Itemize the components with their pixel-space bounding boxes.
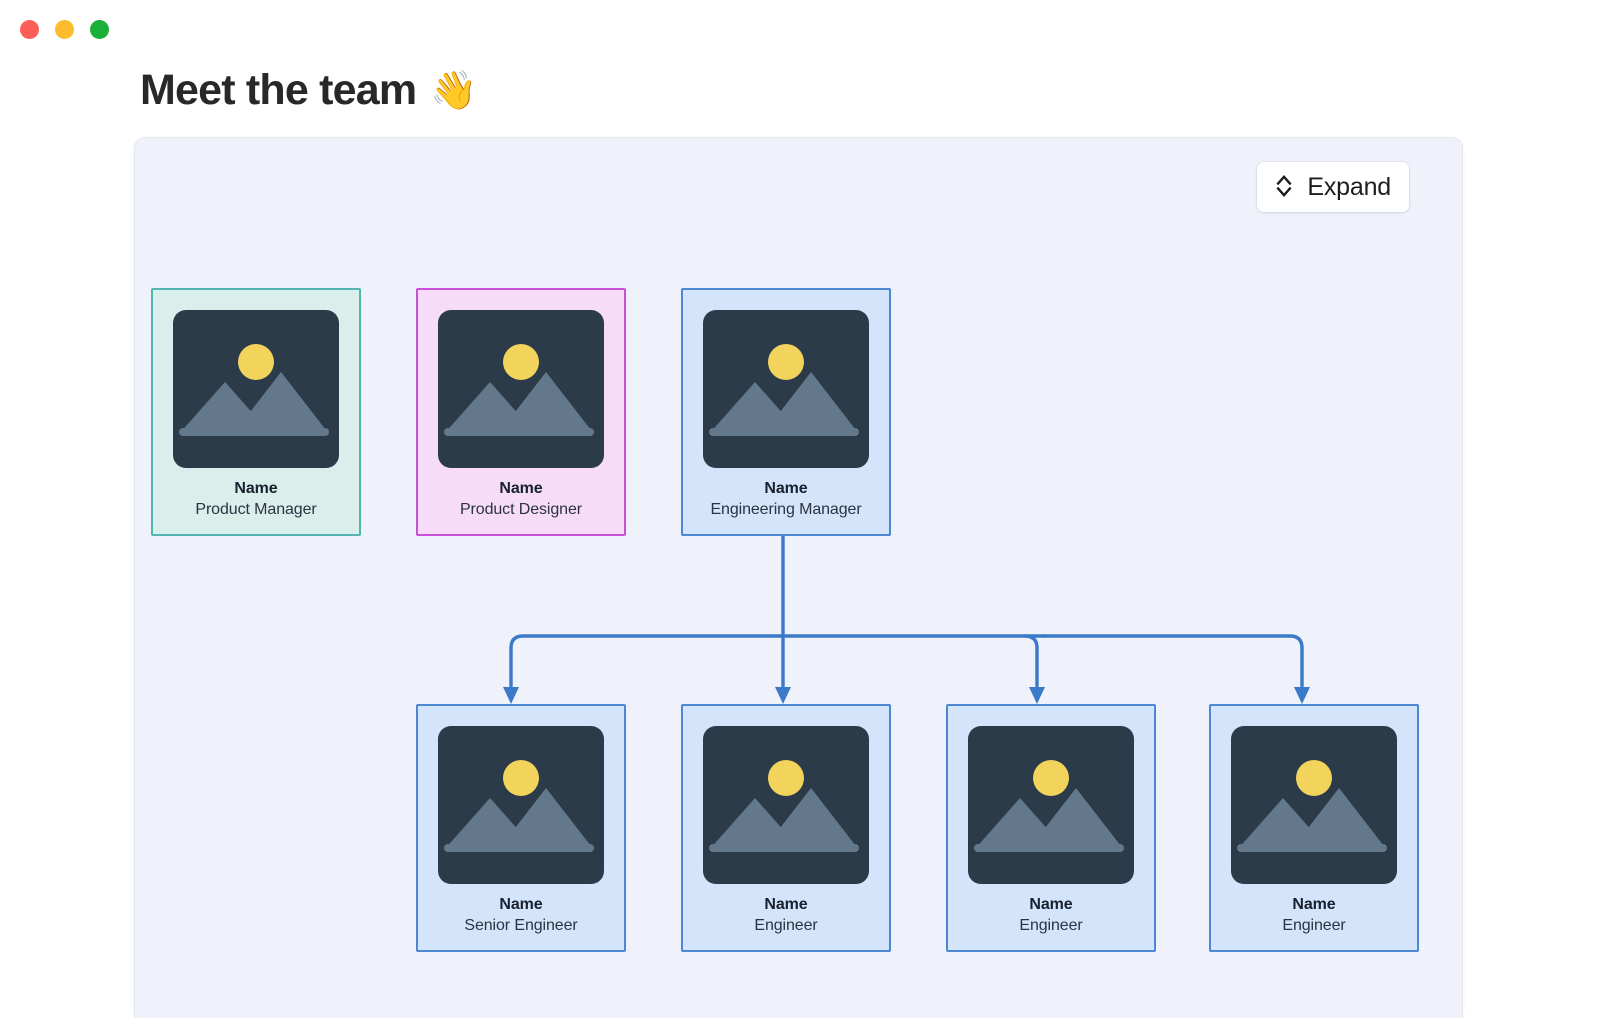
node-name: Name (1029, 896, 1073, 913)
node-role: Engineering Manager (710, 501, 862, 518)
org-node-product-designer[interactable]: Name Product Designer (416, 288, 626, 536)
mountains-icon (444, 372, 594, 436)
avatar-placeholder (703, 726, 869, 884)
node-name: Name (764, 480, 808, 497)
node-role: Engineer (754, 917, 818, 934)
mountains-icon (709, 372, 859, 436)
sun-icon (503, 344, 539, 380)
avatar-placeholder (703, 310, 869, 468)
node-name: Name (764, 896, 808, 913)
node-role: Engineer (1019, 917, 1083, 934)
node-role: Product Manager (195, 501, 317, 518)
mountains-icon (179, 372, 329, 436)
node-name: Name (234, 480, 278, 497)
sun-icon (503, 760, 539, 796)
mountains-icon (974, 788, 1124, 852)
node-name: Name (1292, 896, 1336, 913)
sun-icon (768, 760, 804, 796)
node-role: Product Designer (459, 501, 583, 518)
mountains-icon (709, 788, 859, 852)
mountains-icon (1237, 788, 1387, 852)
org-node-engineer-3[interactable]: Name Engineer (1209, 704, 1419, 952)
waving-hand-icon: 👋 (430, 69, 477, 112)
sun-icon (1296, 760, 1332, 796)
chevron-up-down-icon (1271, 172, 1297, 203)
expand-button[interactable]: Expand (1257, 162, 1409, 212)
close-window-button[interactable] (20, 20, 39, 39)
window-traffic-lights (20, 20, 109, 39)
maximize-window-button[interactable] (90, 20, 109, 39)
expand-button-label: Expand (1307, 172, 1391, 201)
avatar-placeholder (968, 726, 1134, 884)
node-role: Engineer (1282, 917, 1346, 934)
org-chart-canvas[interactable]: Expand (135, 138, 1462, 1018)
sun-icon (768, 344, 804, 380)
node-name: Name (499, 896, 543, 913)
org-node-senior-engineer[interactable]: Name Senior Engineer (416, 704, 626, 952)
sun-icon (238, 344, 274, 380)
node-role: Senior Engineer (464, 917, 578, 934)
org-node-engineer-1[interactable]: Name Engineer (681, 704, 891, 952)
org-node-product-manager[interactable]: Name Product Manager (151, 288, 361, 536)
avatar-placeholder (173, 310, 339, 468)
org-node-engineering-manager[interactable]: Name Engineering Manager (681, 288, 891, 536)
avatar-placeholder (438, 310, 604, 468)
avatar-placeholder (1231, 726, 1397, 884)
sun-icon (1033, 760, 1069, 796)
page-title: Meet the team 👋 (140, 66, 478, 115)
mountains-icon (444, 788, 594, 852)
avatar-placeholder (438, 726, 604, 884)
page-title-text: Meet the team (140, 66, 417, 114)
minimize-window-button[interactable] (55, 20, 74, 39)
org-node-engineer-2[interactable]: Name Engineer (946, 704, 1156, 952)
node-name: Name (499, 480, 543, 497)
